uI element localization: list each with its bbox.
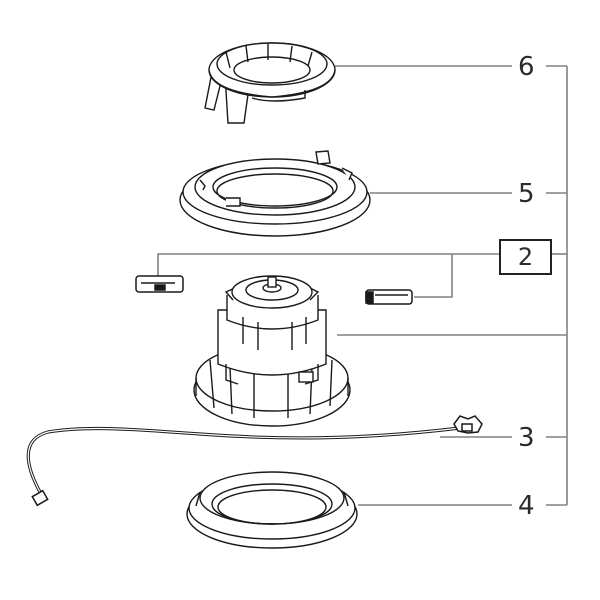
leader-line-2-right: [414, 254, 453, 298]
callout-2-boxed: 2: [499, 239, 552, 275]
part-3-wiring-harness: [26, 415, 483, 507]
leader-lines: [157, 65, 568, 506]
part-6-top-cap: [204, 42, 336, 124]
callout-4: 4: [518, 491, 535, 521]
callout-6: 6: [518, 52, 535, 82]
part-4-lower-seal-ring: [186, 471, 358, 549]
harness-connector-star: [453, 415, 483, 434]
part-2-brush-holder-left: [135, 275, 184, 293]
leader-line-2-left: [157, 253, 499, 276]
callout-5: 5: [518, 179, 535, 209]
part-5-upper-seal-ring: [179, 150, 371, 237]
part-2-brush-holder-right: [365, 289, 413, 305]
callout-3: 3: [518, 423, 535, 453]
part-motor-assembly: [193, 275, 351, 427]
